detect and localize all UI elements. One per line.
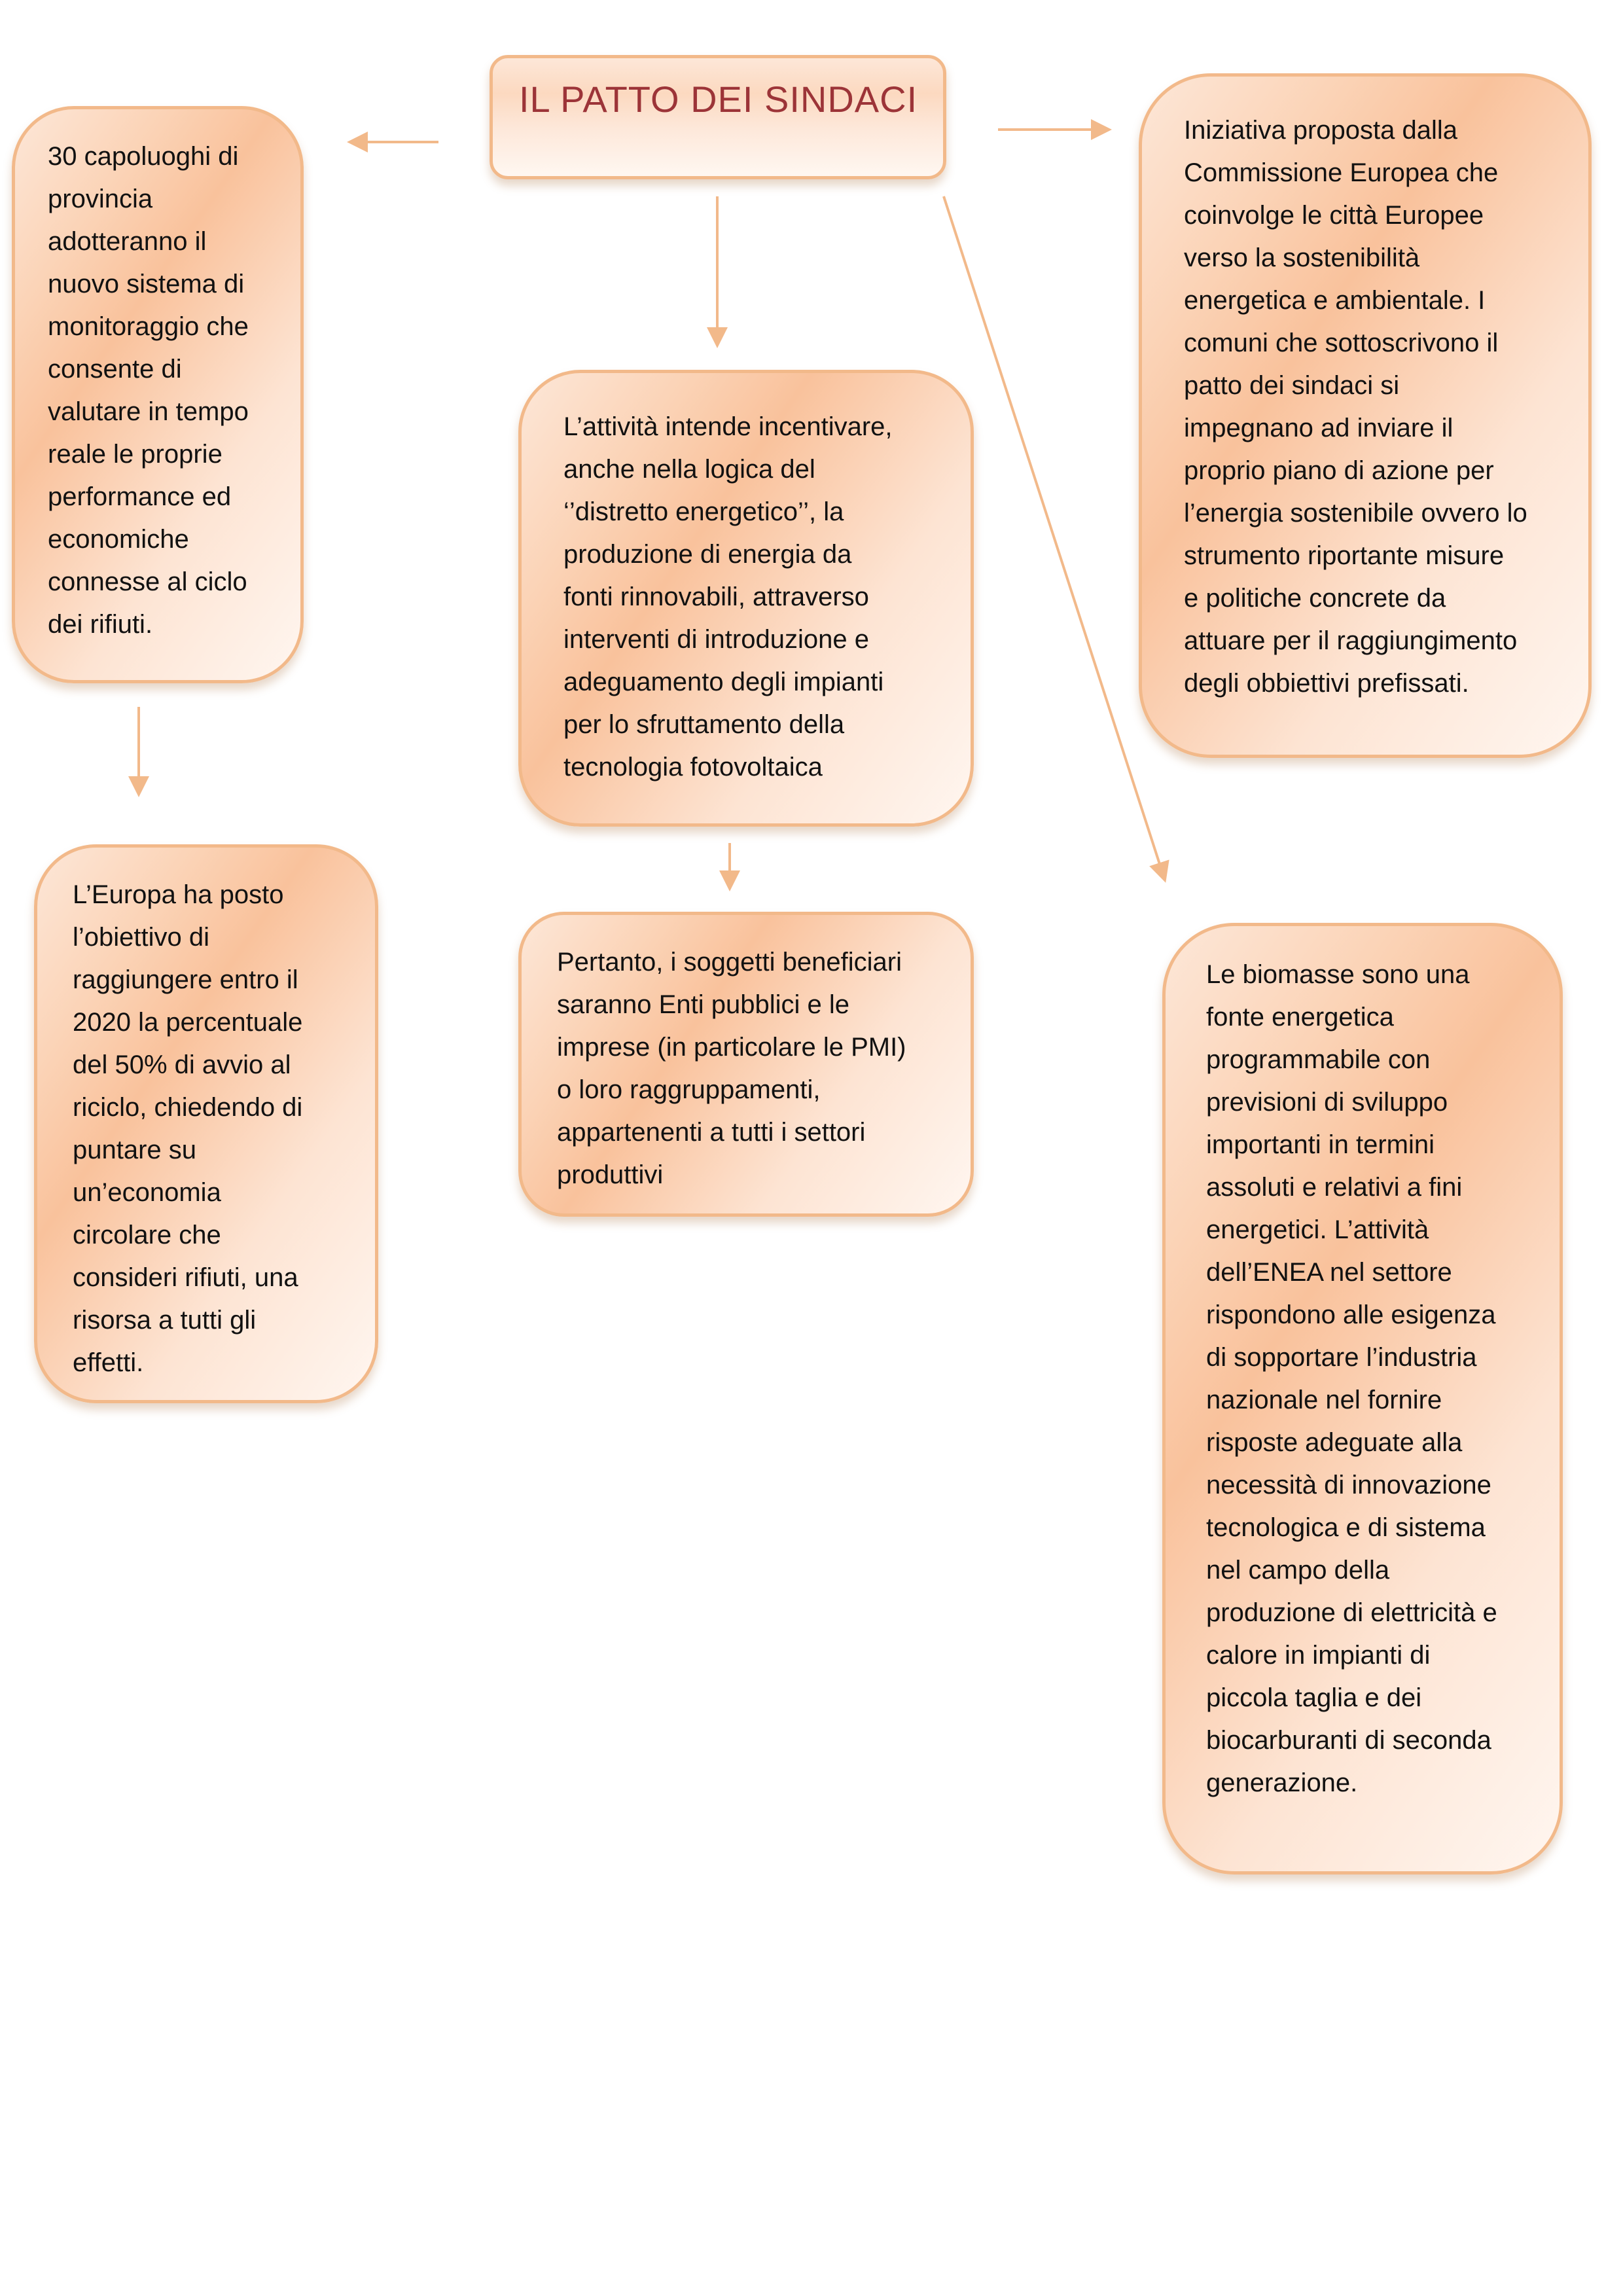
node-initiative: Iniziativa proposta dalla Commissione Eu… — [1139, 73, 1592, 758]
title-box: IL PATTO DEI SINDACI — [490, 55, 946, 179]
node-beneficiaries: Pertanto, i soggetti beneficiari saranno… — [518, 912, 974, 1217]
node-biomass: Le biomasse sono una fonte energetica pr… — [1162, 923, 1563, 1874]
node-europe-goal: L’Europa ha posto l’obiettivo di raggiun… — [34, 844, 378, 1403]
arrow-title-to-biomass — [942, 196, 1169, 883]
node-activity: L’attività intende incentivare, anche ne… — [518, 370, 974, 827]
diagram-title: IL PATTO DEI SINDACI — [519, 79, 918, 120]
node-monitoring: 30 capoluoghi di provincia adotteranno i… — [12, 106, 304, 683]
